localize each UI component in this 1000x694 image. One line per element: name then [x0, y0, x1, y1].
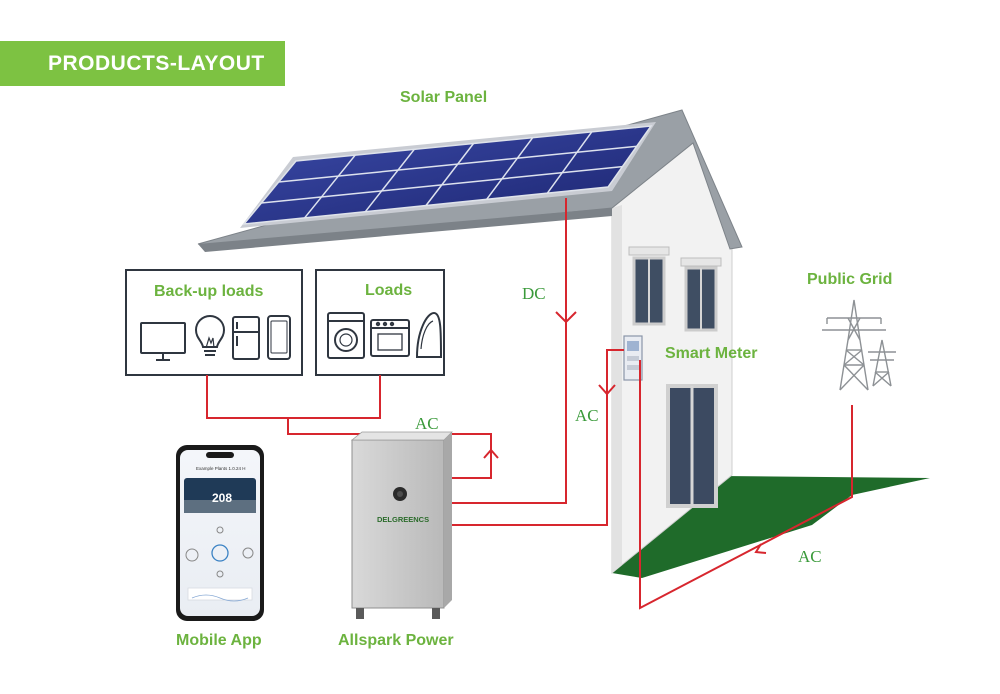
meter-ac-arrow	[598, 384, 616, 396]
light-bulb-icon	[194, 315, 226, 356]
wiring	[206, 198, 853, 610]
panel-row-divider	[261, 165, 623, 204]
battery-brand-label: DELGREENCS	[377, 515, 429, 524]
panel-cell-divider	[425, 143, 475, 206]
smartphone-icon	[267, 315, 291, 360]
phone-reading: 208	[212, 491, 232, 505]
dc-flow-label: DC	[522, 284, 546, 303]
solar-panel-label: Solar Panel	[400, 89, 488, 106]
mobile-app-label: Mobile App	[176, 632, 262, 649]
washing-machine-icon	[327, 312, 365, 359]
products-layout-badge: PRODUCTS-LAYOUT	[0, 41, 285, 86]
panel-cell-divider	[546, 131, 593, 194]
page-title: PRODUCTS-LAYOUT	[48, 52, 265, 75]
smart-meter-label: Smart Meter	[665, 345, 758, 362]
backup-loads-label: Back-up loads	[154, 283, 264, 300]
backup-ac-wire	[287, 418, 492, 479]
allspark-power-label: Allspark Power	[338, 632, 454, 649]
transmission-tower-icon	[822, 299, 896, 391]
upper-left-window	[628, 246, 670, 326]
refrigerator-icon	[232, 316, 260, 360]
meter-ac-wire	[442, 349, 624, 526]
loads-ac-wire	[206, 375, 381, 419]
mobile-app-phone: Example Plants 1.0.24 H 208	[176, 445, 264, 621]
grid-ac-arrow	[754, 543, 767, 554]
ac-grid-flow-label: AC	[798, 547, 822, 566]
house-door	[666, 384, 718, 508]
grid-ac-wire	[639, 360, 853, 610]
tv-icon	[140, 322, 186, 361]
ac-meter-flow-label: AC	[575, 406, 599, 425]
phone-app-title: Example Plants 1.0.24 H	[196, 466, 246, 471]
panel-cell-divider	[486, 137, 534, 200]
panel-row-divider	[278, 145, 637, 183]
oven-icon	[370, 319, 410, 357]
ac-loads-flow-label: AC	[415, 414, 439, 433]
smart-meter-device	[623, 335, 643, 381]
loads-label: Loads	[365, 282, 413, 299]
panel-cell-divider	[364, 148, 415, 213]
panel-cell-divider	[304, 154, 356, 219]
dc-arrow	[555, 311, 577, 324]
public-grid-label: Public Grid	[807, 271, 893, 288]
loads-ac-arrow	[483, 448, 499, 459]
iron-icon	[415, 311, 443, 358]
dc-wire	[442, 198, 567, 504]
solar-panel	[240, 122, 656, 228]
allspark-power-unit: DELGREENCS	[350, 431, 453, 619]
upper-right-window	[680, 257, 722, 332]
